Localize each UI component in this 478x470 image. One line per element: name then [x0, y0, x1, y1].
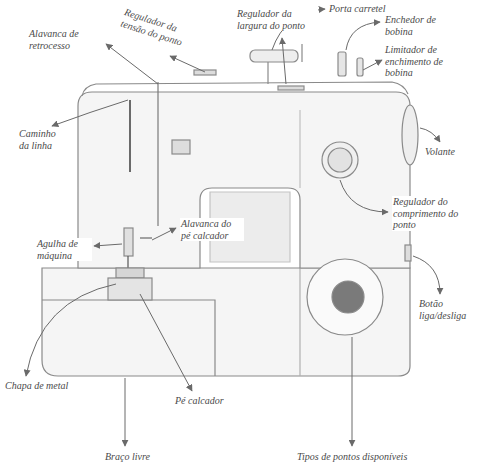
part-label: Chapa de metal [4, 380, 69, 392]
part-label: Regulador da tensão do ponto [118, 6, 203, 53]
leader-line [363, 60, 382, 70]
free-arm-edge [42, 300, 215, 376]
part-label: Regulador do comprimento do ponto [392, 196, 472, 231]
reverse-lever-rod [157, 82, 158, 226]
part-label: Limitador de enchimento de bobina [384, 44, 474, 79]
part-label: Pé calcador [174, 395, 225, 407]
part-label: Regulador da largura do ponto [236, 8, 318, 31]
leader-line [52, 100, 128, 126]
leader-line [125, 378, 126, 446]
leader-line [340, 180, 388, 212]
spool-pin [250, 50, 298, 62]
part-label: Braço livre [104, 451, 151, 463]
part-label: Enchedor de bobina [384, 14, 442, 37]
needle-bar [124, 228, 133, 256]
presser-foot [116, 268, 144, 278]
part-label: Alavanca de retrocesso [28, 28, 102, 51]
spool-pin-stem [267, 62, 268, 84]
leader-line [282, 38, 286, 84]
leader-line [152, 228, 176, 240]
stitch-length-dial-center [328, 148, 352, 172]
leader-line [346, 22, 380, 50]
leader-line [420, 128, 440, 142]
take-up-lever [172, 140, 190, 154]
width-dial-marks [278, 86, 304, 90]
handwheel [402, 105, 418, 165]
part-label: Alavanca do pé calcador [180, 218, 244, 241]
leader-line [26, 284, 116, 376]
bobbin-stopper [357, 58, 363, 76]
leader-line [170, 56, 205, 72]
part-label: Porta carretel [328, 3, 387, 15]
power-switch [405, 245, 411, 261]
part-label: Botão liga/desliga [418, 298, 474, 321]
presser-foot-lever [140, 237, 152, 238]
bobbin-winder [338, 52, 346, 76]
pillar-seam [299, 110, 300, 188]
part-label: Agulha de máquina [36, 238, 92, 261]
part-label: Tipos de pontos disponíveis [296, 451, 408, 463]
stitch-selector-knob [332, 281, 364, 313]
thread-path [129, 100, 131, 172]
base-seam [299, 268, 300, 376]
stitch-length-dial [322, 142, 358, 178]
leader-line [413, 256, 440, 294]
machine-body [78, 92, 410, 268]
body-top-edge [82, 82, 408, 96]
leader-line [140, 294, 192, 391]
leader-line [94, 244, 122, 246]
part-label: Volante [424, 146, 456, 158]
needle-plate [108, 278, 152, 300]
part-label: Caminho da linha [18, 128, 66, 151]
spool-pin-post [301, 44, 302, 62]
leader-line [106, 44, 158, 84]
stitch-selector-dial [307, 259, 383, 335]
leader-line [352, 337, 353, 446]
tension-dial-marks [194, 70, 216, 75]
